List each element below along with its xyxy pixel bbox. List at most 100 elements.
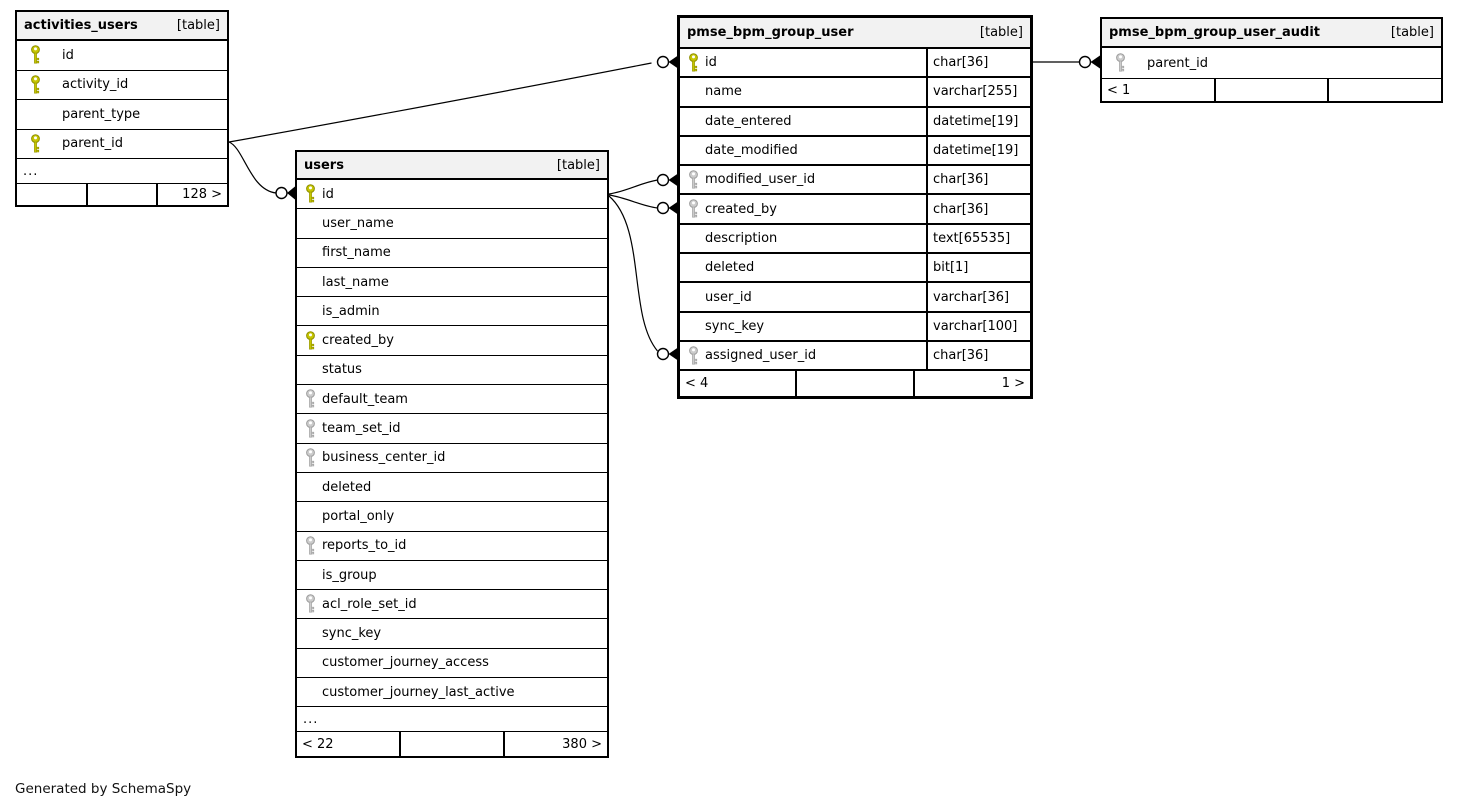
pager-cell: [399, 732, 503, 757]
foreign-key-icon: [306, 418, 315, 438]
table-name: pmse_bpm_group_user_audit: [1109, 25, 1320, 40]
column-name: date_entered: [705, 113, 792, 129]
column-row-user_name: user_name: [297, 209, 607, 239]
primary-key-icon: [306, 330, 315, 350]
crow-foot-audit-parent-id: [1090, 55, 1100, 69]
column-row-sync_key: sync_key: [297, 619, 607, 649]
truncated-columns-indicator: ...: [17, 159, 227, 184]
no-key-spacer: [305, 360, 316, 380]
column-row-created_by: created_by char[36]: [680, 195, 1030, 225]
column-type: char[36]: [926, 166, 1030, 194]
no-key-spacer: [305, 301, 316, 321]
table-pager-row: 128 >: [17, 184, 227, 205]
column-row-team_set_id: team_set_id: [297, 414, 607, 444]
foreign-key-icon: [689, 199, 698, 218]
primary-key-icon: [689, 52, 698, 72]
column-name: name: [705, 84, 742, 100]
no-key-spacer: [305, 477, 316, 497]
pager-cell: < 1: [1107, 82, 1131, 98]
column-name: deleted: [322, 479, 372, 495]
column-row-id: id: [17, 41, 227, 71]
pager-cell: [17, 184, 86, 205]
table-name: activities_users: [24, 18, 138, 33]
no-key-spacer: [688, 82, 699, 102]
table-name: pmse_bpm_group_user: [687, 25, 854, 40]
column-type: char[36]: [926, 195, 1030, 223]
column-row-business_center_id: business_center_id: [297, 444, 607, 473]
table-header[interactable]: pmse_bpm_group_user[table]: [680, 18, 1030, 49]
column-name: customer_journey_last_active: [322, 684, 515, 700]
column-name: id: [322, 186, 334, 202]
column-row-is_group: is_group: [297, 561, 607, 591]
column-type: bit[1]: [926, 254, 1030, 282]
column-row-activity_id: activity_id: [17, 71, 227, 100]
column-row-default_team: default_team: [297, 385, 607, 415]
column-name: sync_key: [322, 626, 382, 642]
foreign-key-icon: [689, 345, 698, 365]
table-type-tag: [table]: [556, 157, 600, 173]
column-name: created_by: [705, 201, 777, 217]
column-row-deleted: deleted: [297, 473, 607, 503]
column-type: datetime[19]: [926, 136, 1030, 165]
column-name: modified_user_id: [705, 172, 816, 188]
column-row-deleted: deleted bit[1]: [680, 254, 1030, 284]
table-header[interactable]: pmse_bpm_group_user_audit[table]: [1102, 19, 1441, 48]
no-key-spacer: [688, 228, 699, 248]
zero-circle-audit-parent-id: [1078, 55, 1092, 69]
no-key-spacer: [688, 316, 699, 336]
column-name: is_admin: [322, 303, 380, 319]
column-name: team_set_id: [322, 421, 401, 437]
zero-circle-modified-user-id: [656, 173, 670, 187]
column-row-parent_id: parent_id: [1102, 48, 1441, 79]
table-header[interactable]: users [table]: [297, 152, 607, 180]
column-row-id: id char[36]: [680, 49, 1030, 79]
no-key-spacer: [305, 213, 316, 233]
column-name: activity_id: [62, 77, 129, 93]
pager-cell: [1213, 79, 1328, 101]
column-row-parent_id: parent_id: [17, 130, 227, 159]
column-name: id: [705, 55, 717, 71]
column-type: varchar[100]: [926, 312, 1030, 340]
column-type: varchar[36]: [926, 283, 1030, 311]
column-row-first_name: first_name: [297, 239, 607, 268]
crow-foot-users-id: [287, 186, 295, 200]
no-key-spacer: [30, 104, 41, 124]
truncated-columns-indicator: ...: [297, 707, 607, 733]
column-name: description: [705, 230, 778, 246]
column-name: first_name: [322, 245, 391, 261]
column-name: business_center_id: [322, 450, 446, 466]
column-row-is_admin: is_admin: [297, 297, 607, 327]
no-key-spacer: [305, 653, 316, 673]
column-name: user_id: [705, 289, 752, 305]
column-name: status: [322, 362, 362, 378]
column-row-created_by: created_by: [297, 326, 607, 356]
zero-circle-created-by: [656, 201, 670, 215]
primary-key-icon: [31, 74, 40, 94]
column-row-parent_type: parent_type: [17, 100, 227, 130]
column-row-portal_only: portal_only: [297, 502, 607, 532]
relationship-line-activities-to-group-user: [228, 62, 652, 143]
foreign-key-icon: [306, 389, 315, 408]
foreign-key-icon: [306, 594, 315, 613]
column-name: deleted: [705, 260, 755, 276]
foreign-key-icon: [689, 170, 698, 189]
pager-cell: 128 >: [156, 184, 227, 205]
table-node-pmse_bpm_group_user_audit[interactable]: pmse_bpm_group_user_audit[table]parent_i…: [1100, 17, 1443, 103]
column-name: parent_type: [62, 106, 141, 122]
table-name: users: [304, 157, 344, 173]
zero-circle-users-id: [275, 186, 288, 200]
relationship-line-users-to-assigned-user-id: [608, 195, 658, 352]
column-type: char[36]: [926, 49, 1030, 77]
table-header[interactable]: activities_users[table]: [17, 12, 227, 41]
column-type: char[36]: [926, 341, 1030, 370]
no-key-spacer: [305, 243, 316, 263]
column-name: date_modified: [705, 143, 798, 159]
